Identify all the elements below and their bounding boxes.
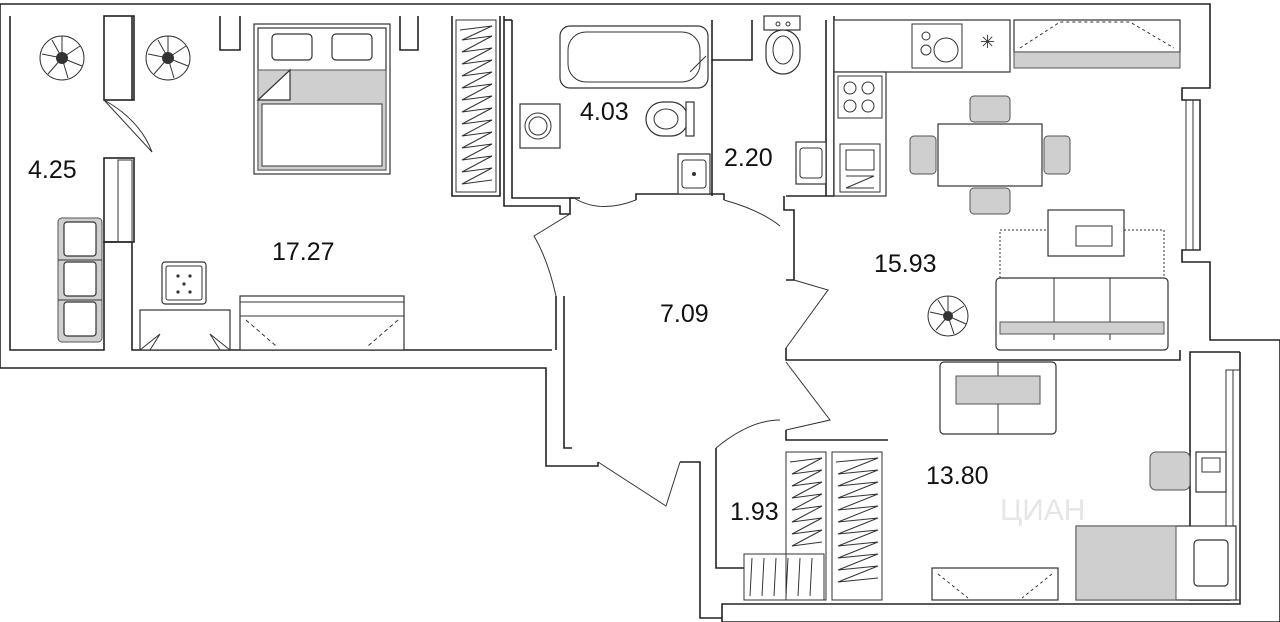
bidet (645, 101, 695, 137)
range-hood (1013, 19, 1181, 69)
closet-hatch-4 (743, 553, 825, 601)
single-bed (1075, 525, 1237, 601)
kitchen-counter: ✳ (833, 19, 1011, 197)
desk-chair (1149, 451, 1227, 493)
closet-hatch-2 (785, 451, 827, 601)
area-label-hallway: 7.09 (660, 300, 709, 328)
wardrobe (239, 295, 405, 351)
toilet-sink (795, 141, 827, 185)
closet-hatch-3 (831, 451, 883, 601)
bathtub (559, 25, 709, 89)
dining-table (909, 95, 1071, 215)
dresser (139, 309, 231, 351)
bedroom-dresser (931, 567, 1059, 601)
area-label-toilet: 2.20 (724, 144, 773, 172)
balcony-plant-icon-1 (39, 35, 85, 81)
sofa-living (995, 277, 1169, 351)
area-label-storage: 1.93 (730, 498, 779, 526)
hob-icon (837, 75, 883, 119)
tv-stand (999, 209, 1165, 279)
nightstand (161, 261, 207, 305)
area-label-bathroom: 4.03 (580, 98, 629, 126)
area-label-bedroom: 17.27 (272, 238, 335, 266)
bedroom-plant-icon (145, 35, 191, 81)
kitchen-sink (839, 143, 881, 193)
bathroom-sink (677, 153, 711, 195)
toilet-bowl (763, 15, 801, 75)
area-label-second-bedroom: 13.80 (926, 462, 989, 490)
closet-hatch-1 (455, 19, 497, 193)
svg-text:✳: ✳ (980, 32, 995, 52)
area-label-kitchen-living: 15.93 (874, 250, 937, 278)
area-label-balcony: 4.25 (28, 156, 77, 184)
watermark: ЦИАН (1000, 494, 1085, 527)
doors (103, 99, 831, 507)
living-plant-icon (927, 295, 969, 337)
double-bed (253, 23, 391, 175)
sofa-bedroom (939, 361, 1057, 435)
balcony-chairs (57, 217, 103, 343)
washing-machine (519, 103, 561, 149)
